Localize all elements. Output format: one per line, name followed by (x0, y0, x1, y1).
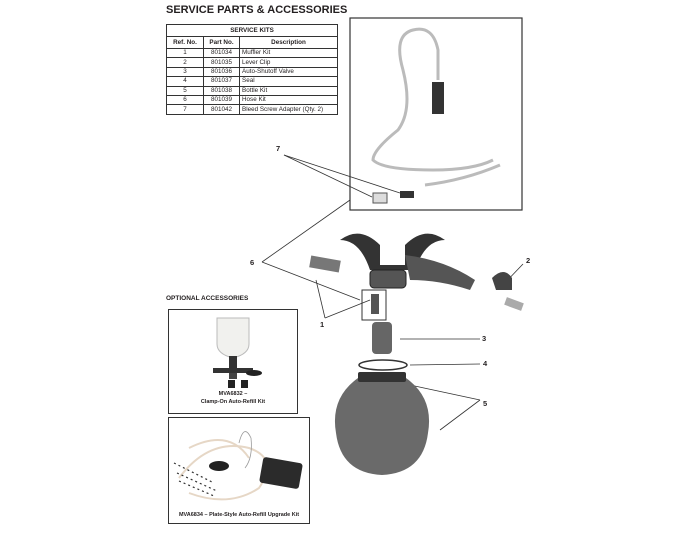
clamp-on-kit-image (213, 317, 262, 388)
description: Auto-Shutoff Valve (239, 66, 338, 78)
ref-no: 7 (166, 104, 204, 115)
handle (340, 233, 445, 270)
seal (358, 359, 408, 371)
page-title: SERVICE PARTS & ACCESSORIES (166, 4, 348, 16)
hose-image (371, 27, 501, 187)
description: Hose Kit (239, 94, 338, 106)
mva6832-name: Clamp-On Auto-Refill Kit (200, 399, 266, 405)
description: Bottle Kit (239, 85, 338, 96)
optional-accessories-heading: OPTIONAL ACCESSORIES (166, 295, 249, 302)
bottle (334, 378, 430, 475)
part-no: 801037 (203, 76, 240, 87)
mva6834-caption: MVA6834 – Plate-Style Auto-Refill Upgrad… (178, 512, 300, 518)
valve (372, 322, 392, 354)
accessory-mva6832: MVA6832 – Clamp-On Auto-Refill Kit (168, 309, 298, 414)
callout-3: 3 (482, 334, 487, 343)
part-no: 801034 (203, 47, 240, 59)
ref-no: 6 (166, 94, 204, 106)
callout-4: 4 (483, 359, 488, 368)
col-desc: Description (239, 36, 338, 49)
description: Bleed Screw Adapter (Qty. 2) (239, 104, 338, 115)
bleed-adapter (372, 192, 388, 204)
part-no: 801036 (203, 66, 240, 78)
callout-1: 1 (320, 320, 325, 329)
callout-7: 7 (276, 144, 281, 153)
ref-no: 3 (166, 66, 204, 78)
callout-6: 6 (250, 258, 255, 267)
ref-no: 4 (166, 76, 204, 87)
description: Seal (239, 76, 338, 87)
col-ref: Ref. No. (166, 36, 204, 49)
hose-fitting (432, 82, 444, 114)
hose-kit-box (349, 17, 523, 211)
description: Muffler Kit (239, 47, 338, 59)
lever-clip (492, 272, 512, 290)
callout-2: 2 (526, 256, 531, 265)
part-no: 801038 (203, 85, 240, 96)
callout-5: 5 (483, 399, 488, 408)
table-heading: SERVICE KITS (166, 24, 338, 37)
description: Lever Clip (239, 57, 338, 68)
muffler (309, 255, 341, 273)
mva6832-part: MVA6832 – (218, 391, 248, 397)
service-kits-table: SERVICE KITS Ref. No. Part No. Descripti… (166, 24, 338, 115)
plate-style-kit-image (173, 431, 303, 501)
part-no: 801039 (203, 94, 240, 106)
accessory-mva6834: MVA6834 – Plate-Style Auto-Refill Upgrad… (168, 417, 310, 524)
ref-no: 1 (166, 47, 204, 59)
part-no: 801042 (203, 104, 240, 115)
ref-no: 2 (166, 57, 204, 68)
col-part: Part No. (203, 36, 240, 49)
ref-no: 5 (166, 85, 204, 96)
part-no: 801035 (203, 57, 240, 68)
